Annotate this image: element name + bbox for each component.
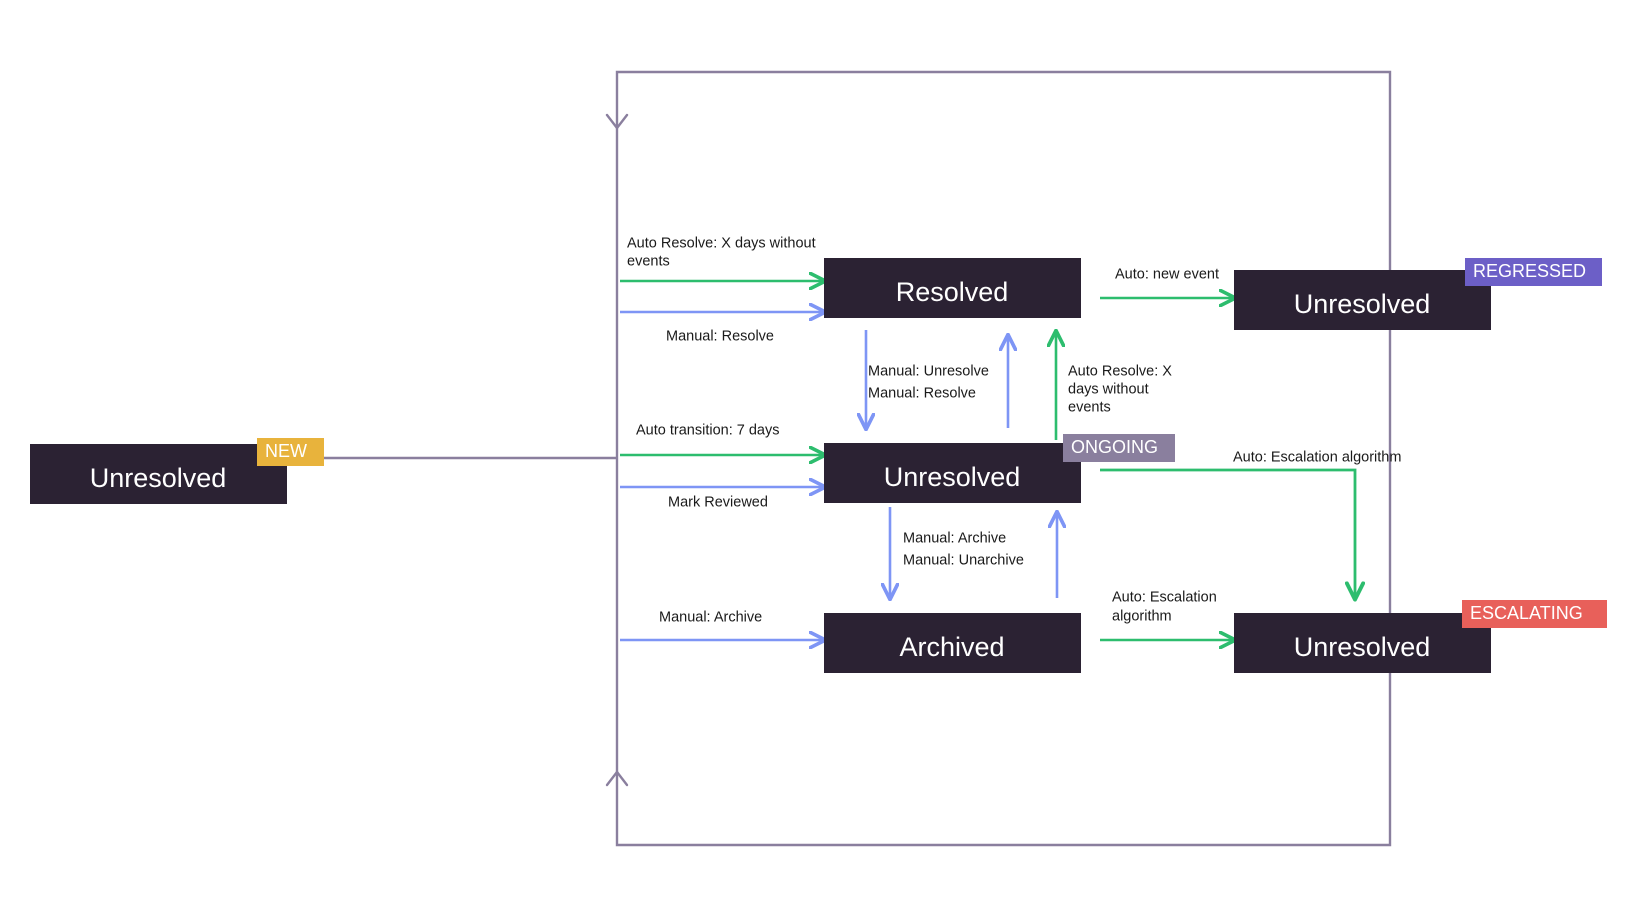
label-manual-unresolve-mid: Manual: Unresolve xyxy=(868,364,989,380)
label-mark-reviewed: Mark Reviewed xyxy=(668,495,768,511)
badge-escalating-label: ESCALATING xyxy=(1470,603,1583,623)
label-auto-transition-7-days: Auto transition: 7 days xyxy=(636,423,779,439)
node-ongoing-label: Unresolved xyxy=(884,462,1021,492)
badge-ongoing-label: ONGOING xyxy=(1071,437,1158,457)
badge-regressed: REGRESSED xyxy=(1465,258,1602,286)
node-resolved[interactable]: Resolved xyxy=(824,258,1081,318)
node-new-label: Unresolved xyxy=(90,463,227,493)
label-manual-resolve-mid: Manual: Resolve xyxy=(868,386,976,402)
badge-ongoing: ONGOING xyxy=(1063,434,1175,462)
node-new[interactable]: Unresolved xyxy=(30,444,287,504)
label-auto-resolve-up-line1: Auto Resolve: X xyxy=(1068,364,1172,380)
label-auto-new-event: Auto: new event xyxy=(1115,267,1219,283)
node-regressed-label: Unresolved xyxy=(1294,289,1431,319)
label-auto-escalation-top: Auto: Escalation algorithm xyxy=(1233,450,1401,466)
arrowhead-loop-down xyxy=(605,113,629,130)
label-manual-unarchive-mid: Manual: Unarchive xyxy=(903,553,1024,569)
node-archived[interactable]: Archived xyxy=(824,613,1081,673)
label-auto-resolve-days-line2: events xyxy=(627,254,670,270)
label-auto-resolve-days-line1: Auto Resolve: X days without xyxy=(627,236,816,252)
label-manual-resolve: Manual: Resolve xyxy=(666,329,774,345)
node-archived-label: Archived xyxy=(899,632,1004,662)
node-regressed[interactable]: Unresolved xyxy=(1234,270,1491,330)
label-auto-escalation-low-line1: Auto: Escalation xyxy=(1112,590,1217,606)
label-auto-resolve-up-line3: events xyxy=(1068,400,1111,416)
label-manual-archive-mid: Manual: Archive xyxy=(903,531,1006,547)
label-manual-archive-low: Manual: Archive xyxy=(659,610,762,626)
arrowhead-loop-up xyxy=(605,770,629,787)
node-resolved-label: Resolved xyxy=(896,277,1009,307)
edge-ongoing-to-escalating xyxy=(1100,468,1355,598)
badge-new: NEW xyxy=(257,438,324,466)
node-ongoing[interactable]: Unresolved xyxy=(824,443,1081,503)
edge-system-loop xyxy=(615,70,1392,847)
badge-escalating: ESCALATING xyxy=(1462,600,1607,628)
badge-new-label: NEW xyxy=(265,441,307,461)
node-escalating[interactable]: Unresolved xyxy=(1234,613,1491,673)
node-escalating-label: Unresolved xyxy=(1294,632,1431,662)
label-auto-resolve-up-line2: days without xyxy=(1068,382,1149,398)
label-auto-escalation-low-line2: algorithm xyxy=(1112,609,1172,625)
badge-regressed-label: REGRESSED xyxy=(1473,261,1586,281)
